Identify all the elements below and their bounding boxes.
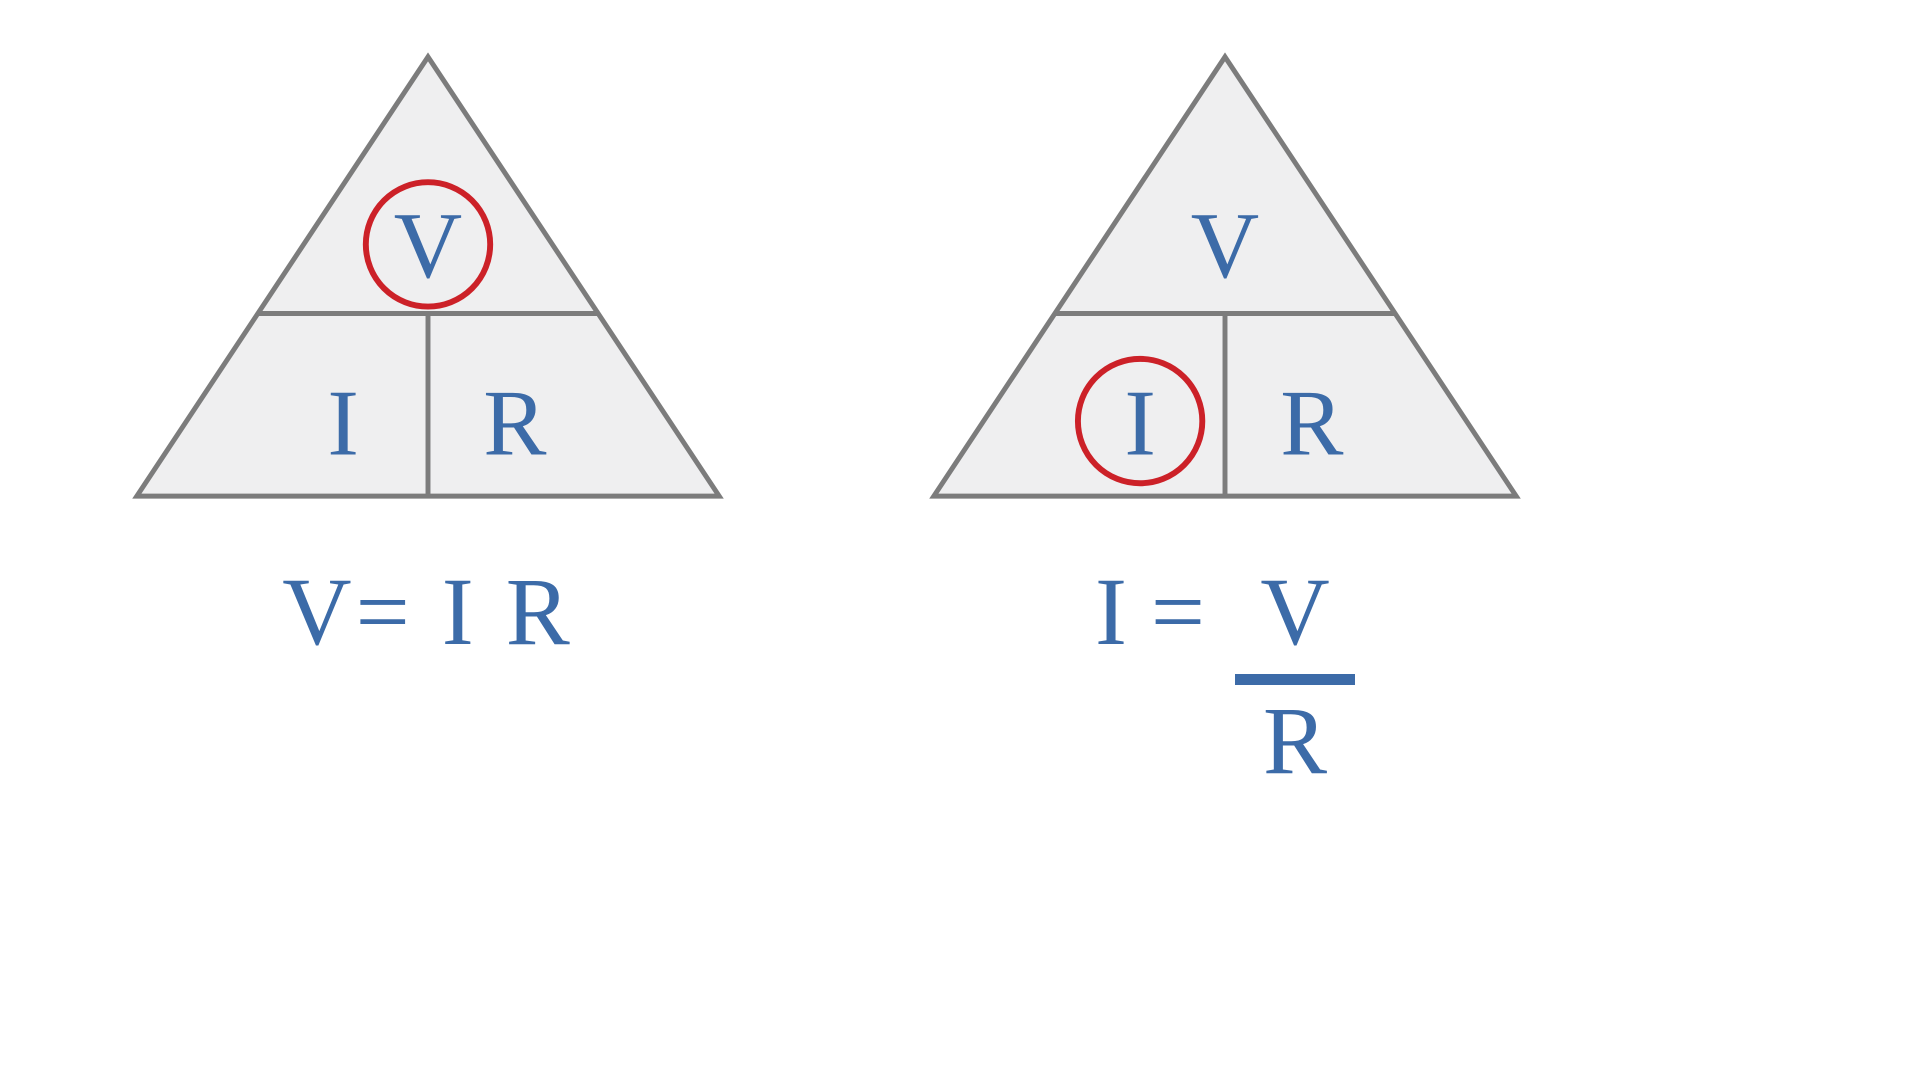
ohm-triangle-right: V I R [929,52,1521,499]
fraction-numerator: V [1260,558,1330,665]
panel-current-formula: V I R I = V R [919,42,1531,789]
highlight-circle-icon [362,179,494,310]
fraction: V R [1235,558,1356,794]
fraction-denominator: R [1263,687,1328,794]
resistance-letter: R [483,372,547,476]
voltage-letter: V [1191,194,1259,298]
formula-current: I = V R [1094,558,1356,794]
current-letter: I [1124,372,1156,476]
formula-voltage: V= I R [282,558,574,665]
fraction-bar-icon [1235,674,1356,685]
current-letter: I [327,372,359,476]
voltage-letter: V [394,194,462,298]
ohm-triangle-left: V I R [132,52,724,499]
formula-current-lhs: I = [1094,558,1206,665]
resistance-letter: R [1280,372,1344,476]
highlight-circle-icon [1074,355,1206,487]
panel-voltage-formula: V I R V= I R [122,42,734,660]
